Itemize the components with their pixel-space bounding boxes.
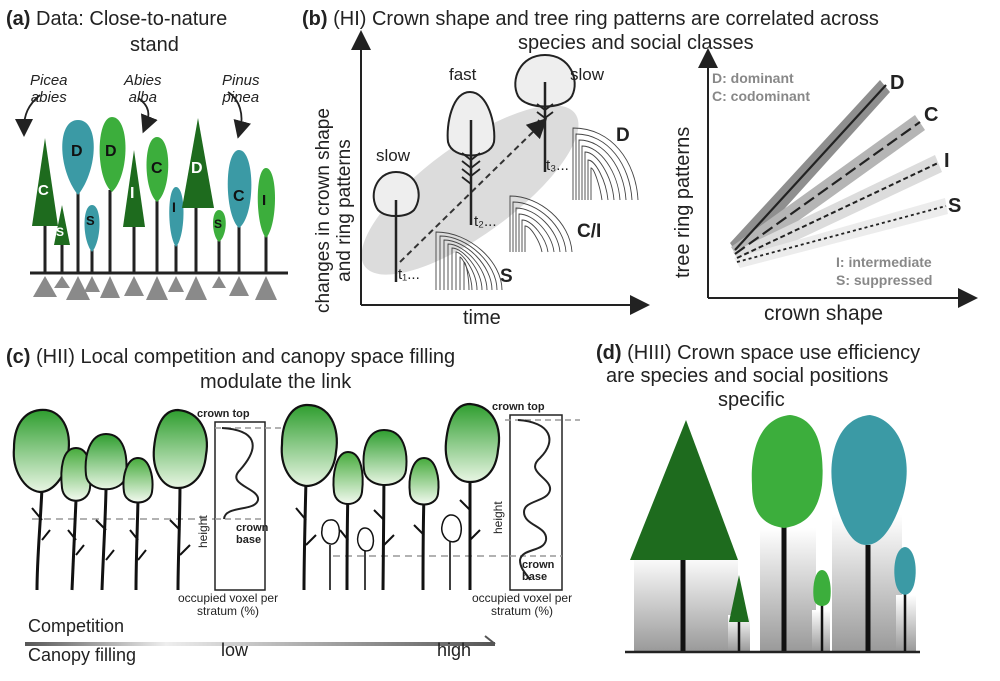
tree-label: D bbox=[191, 160, 203, 177]
panel-a-title-line1: Data: Close-to-nature bbox=[36, 8, 228, 30]
panel-b-title-line1: (HI) Crown shape and tree ring patterns … bbox=[333, 8, 879, 30]
panel-b-letter: (b) bbox=[302, 8, 328, 30]
panel-b-left-diagram bbox=[351, 30, 650, 315]
tree-crown bbox=[123, 150, 145, 227]
panel-b-left-xlabel: time bbox=[463, 307, 501, 329]
tree-label: C bbox=[151, 160, 163, 177]
line-label-i: I bbox=[944, 150, 950, 172]
panel-b-left-ylabel: changes in crown shape and ring patterns bbox=[313, 108, 355, 313]
time-label-t3: t₃... bbox=[546, 157, 569, 174]
tree-slow-1 bbox=[372, 170, 420, 282]
panel-b-title: (b) (HI) Crown shape and tree ring patte… bbox=[302, 8, 879, 30]
panel-b-right-chart bbox=[698, 48, 978, 308]
panel-c-letter: (c) bbox=[6, 346, 31, 368]
tree-fast bbox=[446, 90, 496, 225]
line-label-s: S bbox=[948, 195, 962, 217]
suppressed-spruce-crown bbox=[729, 575, 749, 622]
panel-c-title-line2: modulate the link bbox=[200, 371, 352, 393]
tree-crown bbox=[32, 138, 58, 226]
suppressed-pine-crown bbox=[894, 547, 916, 595]
panel-a-title-line2: stand bbox=[130, 34, 179, 56]
legend-intermediate-suppressed: I: intermediate S: suppressed bbox=[836, 254, 933, 288]
tree-crown bbox=[99, 117, 126, 192]
dominant-spruce-crown bbox=[630, 420, 738, 560]
tree-label: D bbox=[71, 143, 83, 160]
panel-c-title-line1: (HII) Local competition and canopy space… bbox=[36, 346, 456, 368]
time-label-t2: t₂... bbox=[474, 213, 497, 230]
panel-d-title: (d) (HIII) Crown space use efficiency bbox=[596, 342, 920, 364]
growth-label-fast: fast bbox=[449, 65, 477, 84]
panel-a-letter: (a) bbox=[6, 8, 31, 30]
panel-d-title-line2: are species and social positions bbox=[606, 365, 889, 387]
crown-top-label-left: crown top bbox=[197, 408, 250, 420]
height-label-right: height bbox=[491, 501, 505, 534]
tree-crown bbox=[169, 187, 184, 247]
panel-d-space-use bbox=[625, 415, 920, 654]
ring-label-ci: C/I bbox=[577, 221, 602, 242]
panel-b-right-xlabel: crown shape bbox=[764, 302, 884, 325]
panel-a-title: (a) Data: Close-to-nature bbox=[6, 8, 227, 30]
tree-crown bbox=[146, 137, 169, 202]
growth-label-slow-2: slow bbox=[570, 65, 605, 84]
legend-dominant-codominant: D: dominant C: codominant bbox=[712, 70, 810, 104]
panel-c-competition bbox=[12, 402, 580, 646]
tree-label: I bbox=[262, 192, 267, 209]
panel-d-title-line3: specific bbox=[718, 389, 785, 411]
panel-a-stand bbox=[15, 91, 288, 300]
panel-d-letter: (d) bbox=[596, 342, 622, 364]
canopy-filling-label: Canopy filling bbox=[28, 645, 137, 665]
height-label-left: height bbox=[196, 515, 210, 548]
panel-d-title-line1: (HIII) Crown space use efficiency bbox=[627, 342, 921, 364]
tree-label: D bbox=[105, 143, 117, 160]
tree-label: S bbox=[86, 213, 95, 228]
panel-c-title: (c) (HII) Local competition and canopy s… bbox=[6, 346, 455, 368]
tree-label: S bbox=[214, 217, 223, 231]
line-label-d: D bbox=[890, 72, 905, 94]
tree-crown bbox=[54, 205, 70, 245]
crown-top-label-right: crown top bbox=[492, 401, 545, 413]
panel-b-right-ylabel: tree ring patterns bbox=[672, 126, 694, 278]
tree-label: I bbox=[172, 199, 176, 215]
ring-label-d: D bbox=[616, 125, 630, 146]
tree-label: C bbox=[233, 188, 245, 205]
dominant-pine-crown bbox=[831, 415, 907, 545]
tree-label: I bbox=[130, 185, 135, 202]
tree-label: S bbox=[56, 225, 65, 239]
ring-label-s: S bbox=[500, 266, 513, 287]
tree-crown bbox=[257, 168, 275, 238]
panel-b-title-line2: species and social classes bbox=[518, 32, 754, 54]
tree-crown bbox=[213, 210, 226, 242]
competition-label: Competition bbox=[28, 616, 125, 636]
growth-label-slow-1: slow bbox=[376, 146, 411, 165]
tree-slow-2 bbox=[514, 53, 576, 172]
suppressed-fir-crown bbox=[813, 570, 831, 606]
tree-crown bbox=[227, 150, 252, 228]
high-label: high bbox=[437, 640, 472, 660]
time-label-t1: t₁... bbox=[398, 266, 420, 283]
tree-crown bbox=[62, 120, 94, 195]
tree-crown bbox=[182, 118, 214, 208]
dominant-fir-crown bbox=[751, 415, 823, 528]
low-label: low bbox=[221, 640, 249, 660]
tree-crown bbox=[84, 205, 100, 252]
line-label-c: C bbox=[924, 104, 939, 126]
tree-label: C bbox=[38, 182, 49, 199]
